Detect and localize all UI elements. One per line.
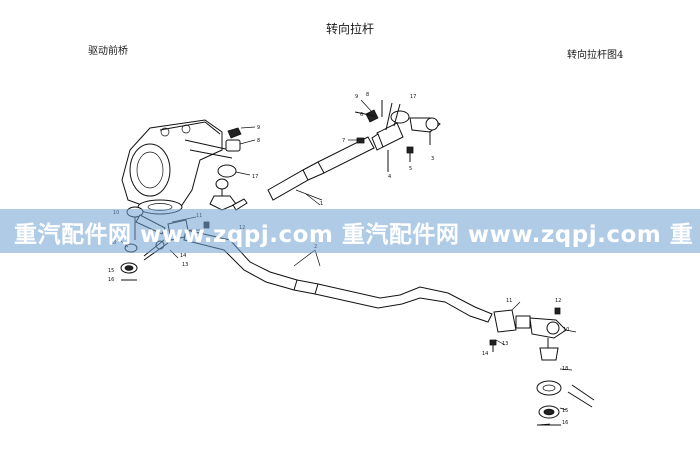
callout-13-left: 13 [182, 262, 188, 268]
watermark-text: 重汽配件网 www.zqpj.com 重汽配件网 www.zqpj.com 重 [14, 222, 694, 248]
callout-9-right: 9 [355, 94, 358, 100]
diagram-title: 转向拉杆 [325, 22, 374, 36]
callout-8-right: 8 [366, 92, 369, 98]
watermark-banner: 重汽配件网 www.zqpj.com 重汽配件网 www.zqpj.com 重 [0, 209, 700, 253]
upper-clamp-and-ball-joint [354, 100, 441, 172]
callout-9-upper: 9 [257, 125, 260, 131]
right-ball-joint-group [489, 307, 595, 426]
callout-10-right: 10 [563, 327, 569, 333]
knuckle-fasteners [209, 127, 242, 211]
callout-16-right: 16 [562, 420, 568, 426]
assembly-name: 驱动前桥 [88, 46, 128, 57]
callout-6: 6 [360, 112, 363, 118]
callout-7: 7 [342, 138, 345, 144]
callout-13-right: 13 [502, 341, 508, 347]
callout-14-left: 14 [180, 253, 186, 259]
figure-name: 转向拉杆图4 [567, 50, 624, 61]
callout-3: 3 [431, 156, 434, 162]
callout-16-left: 16 [108, 277, 114, 283]
callout-17-upper: 17 [252, 174, 258, 180]
callout-upper-rod: 1 [320, 201, 323, 207]
callout-5: 5 [409, 166, 412, 172]
callout-11-right: 11 [506, 298, 512, 304]
callout-17-right: 17 [410, 94, 416, 100]
callout-15-right: 15 [562, 408, 568, 414]
callout-18-right: 18 [562, 366, 568, 372]
callout-12-right: 12 [555, 298, 561, 304]
callout-14-right: 14 [482, 351, 488, 357]
callout-8-upper: 8 [257, 138, 260, 144]
callout-4: 4 [388, 174, 391, 180]
callout-15-left: 15 [108, 268, 114, 274]
upper-tie-rod [232, 136, 375, 211]
